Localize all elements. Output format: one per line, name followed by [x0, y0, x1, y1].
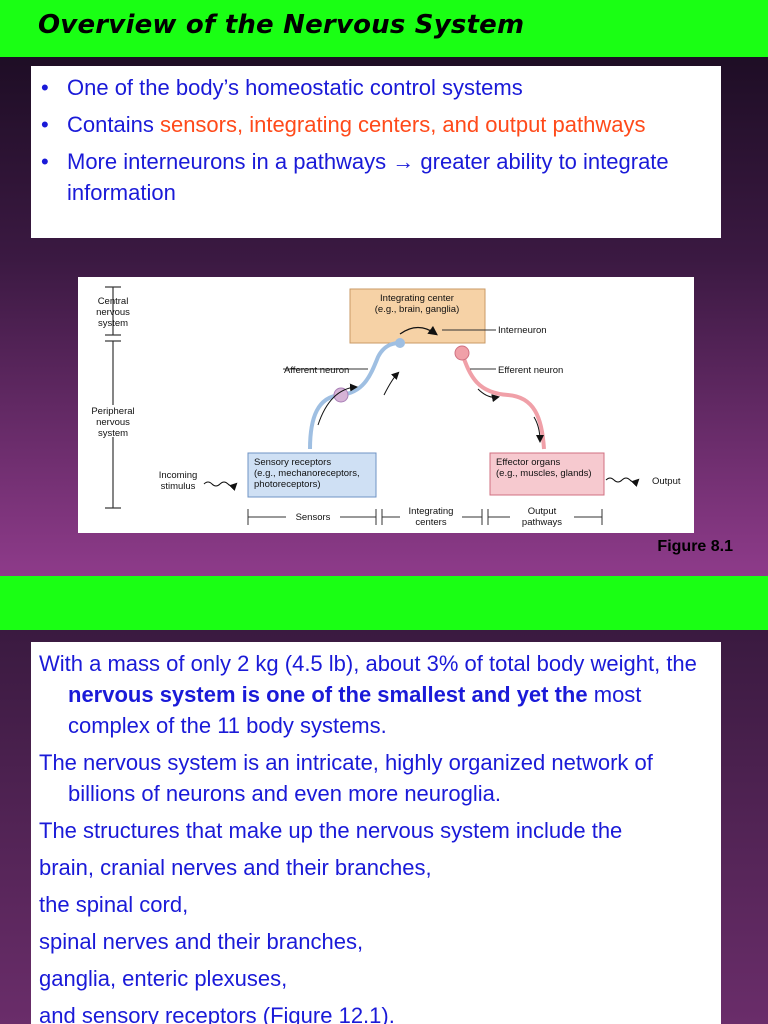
bullet-glyph: • — [41, 149, 49, 174]
line-8: and sensory receptors (Figure 12.1). — [39, 1003, 395, 1024]
efferent-arrow-2 — [533, 416, 544, 443]
bullet-glyph: • — [41, 75, 49, 100]
incoming-stimulus-arrow — [203, 481, 238, 492]
output-pathways-label-2: pathways — [522, 517, 562, 528]
bullet-3-text: More interneurons in a pathways → greate… — [67, 149, 669, 205]
afferent-cell-body — [333, 387, 349, 403]
integrating-centers-label-1: Integrating — [409, 506, 454, 517]
integrating-center-box — [349, 288, 486, 344]
title-bar: Overview of the Nervous System — [0, 0, 768, 57]
sensory-title: Sensory receptors — [254, 457, 331, 468]
bullet-1-text: One of the body’s homeostatic control sy… — [67, 75, 523, 100]
interneuron-arrow — [399, 325, 438, 336]
afferent-label: Afferent neuron — [284, 365, 349, 376]
cns-label-3: system — [98, 318, 128, 329]
interneuron-label: Interneuron — [498, 325, 547, 336]
figure-caption: Figure 8.1 — [657, 538, 733, 555]
bullet-glyph: • — [41, 112, 49, 137]
output-label: Output — [652, 476, 681, 487]
paragraph-1-a: With a mass of only 2 kg (4.5 lb), about… — [39, 651, 697, 676]
sensory-receptors-box — [247, 452, 377, 498]
cns-label-2: nervous — [96, 307, 130, 318]
bullet-box: • One of the body’s homeostatic control … — [31, 66, 721, 238]
bullet-2-prefix: Contains — [67, 112, 160, 137]
efferent-neuron-path — [460, 352, 546, 450]
paragraph-1-bold: nervous system is one of the smallest an… — [68, 682, 588, 707]
line-6: spinal nerves and their branches, — [39, 929, 364, 954]
afferent-terminal — [395, 338, 405, 348]
effector-title: Effector organs — [496, 457, 561, 468]
bullet-3: • More interneurons in a pathways → grea… — [41, 146, 711, 208]
incoming-label-1: Incoming — [159, 470, 198, 481]
nervous-system-figure: Central nervous system Peripheral nervou… — [78, 277, 694, 533]
paragraph-2: The nervous system is an intricate, high… — [39, 750, 653, 806]
line-3: The structures that make up the nervous … — [39, 818, 623, 843]
divider-bar — [0, 576, 768, 630]
text-box: With a mass of only 2 kg (4.5 lb), about… — [31, 642, 721, 1024]
efferent-arrow-1 — [477, 388, 500, 403]
integrating-center-example: (e.g., brain, ganglia) — [375, 304, 460, 315]
figure-diagram: Central nervous system Peripheral nervou… — [91, 286, 681, 528]
cns-label-1: Central — [98, 296, 129, 307]
bullet-2: • Contains sensors, integrating centers,… — [41, 109, 711, 140]
sensory-example-2: photoreceptors) — [254, 479, 321, 490]
left-bracket — [105, 286, 121, 509]
afferent-arrow-2 — [383, 371, 400, 396]
slide-2: With a mass of only 2 kg (4.5 lb), about… — [0, 630, 768, 1024]
effector-example: (e.g., muscles, glands) — [496, 468, 592, 479]
paragraph-1-b: most complex of the 11 body systems. — [68, 682, 642, 738]
pns-label-2: nervous — [96, 417, 130, 428]
bullet-1: • One of the body’s homeostatic control … — [41, 72, 711, 103]
line-5: the spinal cord, — [39, 892, 189, 917]
afferent-neuron-path — [308, 341, 401, 450]
sensory-example-1: (e.g., mechanoreceptors, — [254, 468, 360, 479]
efferent-label: Efferent neuron — [498, 365, 563, 376]
slide-1: Overview of the Nervous System • One of … — [0, 0, 768, 576]
output-pathways-label-1: Output — [528, 506, 557, 517]
paragraph-1: With a mass of only 2 kg (4.5 lb), about… — [39, 648, 713, 741]
effector-organs-box — [489, 452, 605, 496]
line-7: ganglia, enteric plexuses, — [39, 966, 288, 991]
bullet-2-highlight: sensors, integrating centers, and output… — [159, 112, 646, 137]
efferent-cell-body — [454, 345, 470, 361]
afferent-arrow-1 — [317, 383, 358, 426]
sensors-label: Sensors — [296, 512, 331, 523]
incoming-label-2: stimulus — [161, 481, 196, 492]
line-4: brain, cranial nerves and their branches… — [39, 855, 432, 880]
slide-title: Overview of the Nervous System — [38, 10, 525, 40]
output-arrow — [605, 477, 640, 488]
pns-label-3: system — [98, 428, 128, 439]
integrating-center-title: Integrating center — [380, 293, 454, 304]
pns-label-1: Peripheral — [91, 406, 134, 417]
bottom-brackets — [247, 509, 603, 525]
integrating-centers-label-2: centers — [415, 517, 446, 528]
